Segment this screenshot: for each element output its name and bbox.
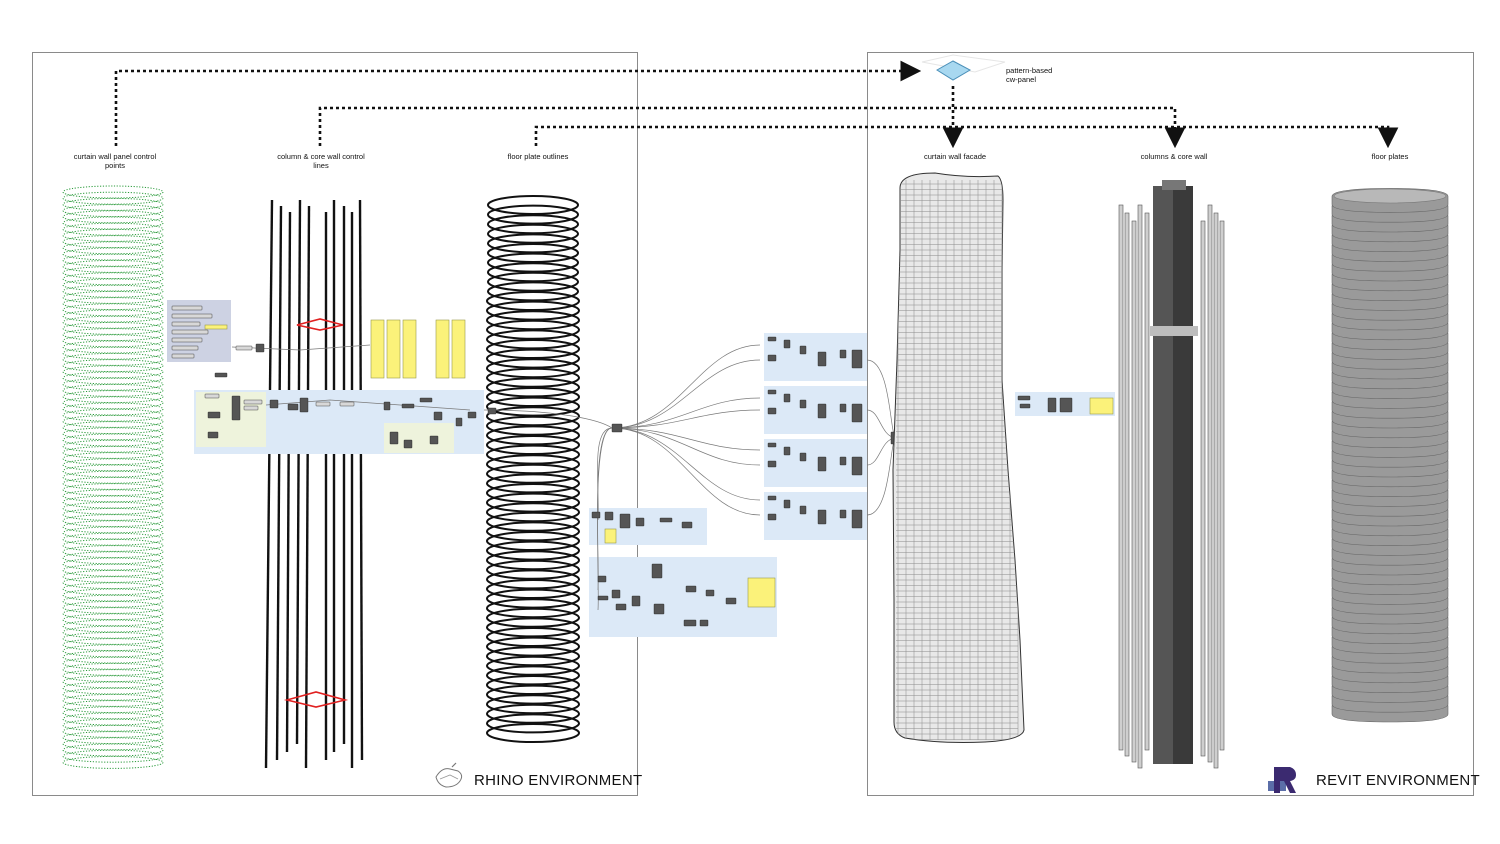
floor-plate-outline-rings <box>486 195 580 743</box>
label-facade: curtain wall facade <box>923 152 987 161</box>
label-floor-outlines: floor plate outlines <box>507 152 569 161</box>
revit-environment-label: REVIT ENVIRONMENT <box>1316 772 1481 789</box>
label-column-lines: column & core wall control lines <box>277 152 365 170</box>
revit-environment-frame <box>867 52 1474 796</box>
floor-plates-stack <box>1331 188 1449 723</box>
grasshopper-definition <box>167 300 1115 637</box>
column-core-control-lines <box>264 199 364 769</box>
rhino-logo-icon <box>435 762 463 788</box>
red-marker-diamonds <box>283 318 349 708</box>
label-cw-panel: pattern-based cw-panel <box>1006 66 1053 84</box>
cw-control-points-cloud <box>62 185 164 769</box>
label-floor-plates: floor plates <box>1371 152 1409 161</box>
label-columns-core: columns & core wall <box>1140 152 1208 161</box>
label-cw-points: curtain wall panel control points <box>73 152 157 170</box>
revit-logo-icon <box>1268 767 1296 793</box>
arrow-floor-link <box>534 125 1399 149</box>
columns-core-wall-model <box>1118 180 1225 769</box>
arrow-cw-points-to-panel <box>114 60 922 146</box>
connector-arrows <box>114 60 1399 149</box>
curtain-wall-facade-tower <box>892 172 1025 743</box>
rhino-environment-label: RHINO ENVIRONMENT <box>474 772 643 789</box>
cw-panel-diamond-icon <box>921 54 1006 81</box>
arrow-columns-link <box>318 106 1186 149</box>
